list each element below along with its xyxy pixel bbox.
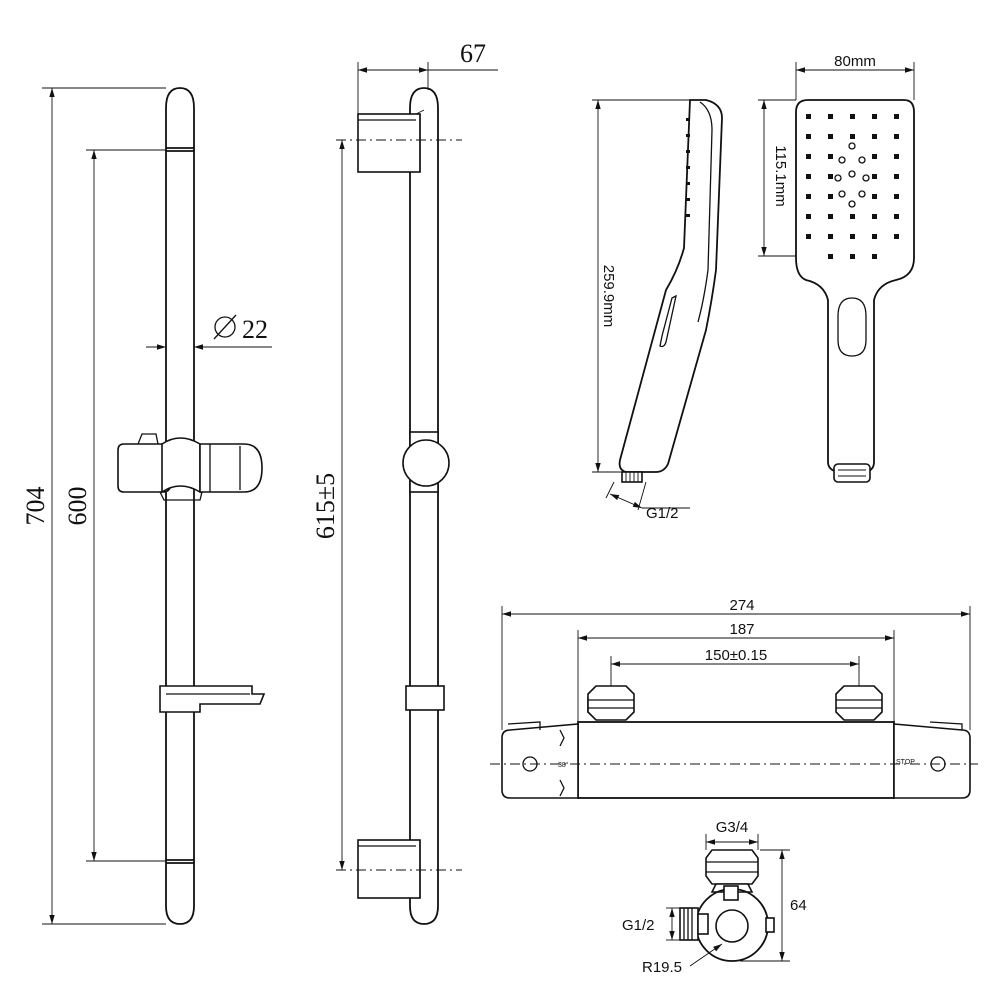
dim-g1-2-valve: G1/2: [622, 917, 655, 934]
dim-615: 615±5: [311, 473, 340, 539]
dim-67: 67: [460, 39, 486, 68]
diameter-symbol: [213, 314, 237, 340]
inlet-nut-right: [835, 685, 883, 721]
rail-front-view: 704 600 22: [21, 87, 272, 925]
dim-187: 187: [729, 621, 754, 638]
slider-side: [402, 431, 450, 493]
hand-shower-body-side: [618, 99, 723, 473]
temp-38-mark: 38°: [558, 761, 569, 769]
dim-g1-2-hand: G1/2: [646, 505, 679, 522]
top-wall-bracket: [357, 109, 425, 173]
valve-body: [577, 721, 895, 799]
hand-shower-front-view: 80mm 115.1mm: [758, 53, 915, 483]
dim-115-1mm: 115.1mm: [772, 145, 789, 206]
temperature-handle: [501, 723, 579, 799]
valve-front-view: 38° STOP 274 187 15: [490, 597, 978, 799]
inlet-bore: [715, 909, 749, 943]
hand-shower-side-view: 259.9mm G1/2: [592, 99, 723, 522]
thread-side: [621, 471, 643, 483]
outlet-nut: [705, 849, 759, 885]
slider-holder: [117, 433, 263, 501]
valve-side-view: G3/4 64 G1/2 R19.5: [622, 819, 807, 976]
dim-150: 150±0.15: [705, 647, 767, 664]
rail-tube: [165, 87, 195, 925]
dim-274: 274: [729, 597, 754, 614]
bottom-wall-bracket: [357, 839, 421, 899]
thread-front: [833, 463, 871, 483]
dim-600: 600: [63, 487, 92, 526]
dim-259-9mm: 259.9mm: [600, 265, 617, 328]
lower-clip-side: [405, 685, 445, 711]
dim-64: 64: [790, 897, 807, 914]
inlet-stub: [679, 907, 699, 941]
dim-704: 704: [21, 487, 50, 526]
dim-diameter-22: 22: [242, 315, 268, 344]
spray-nozzles-side: [686, 118, 690, 217]
dim-g3-4: G3/4: [716, 819, 749, 836]
stop-mark: STOP: [896, 759, 915, 766]
spray-nozzles-front: [806, 114, 899, 259]
rail-side-view: 67 615±5: [311, 39, 498, 925]
rail-tube-side: [409, 87, 439, 925]
inlet-nut-left: [587, 685, 635, 721]
dim-r19-5: R19.5: [642, 959, 682, 976]
lower-bracket: [159, 685, 266, 713]
dim-80mm: 80mm: [834, 53, 876, 70]
